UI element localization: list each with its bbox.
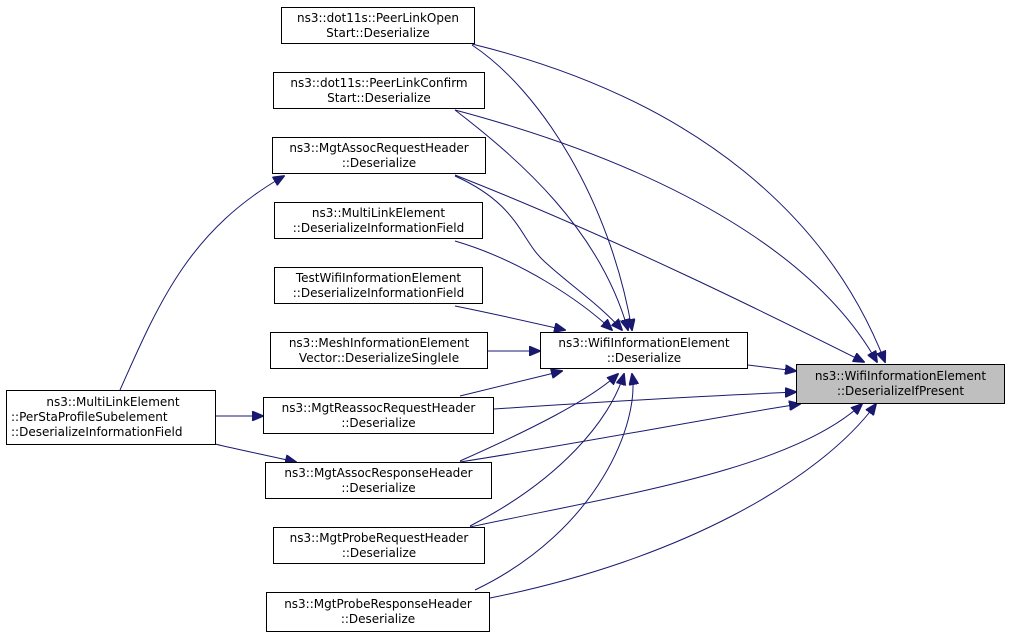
node-mgt-assoc-response-header-deserialize[interactable]: ns3::MgtAssocResponseHeader ::Deserializ… [265,462,492,499]
edge-probe-request-to-deserialize [469,374,624,527]
node-label-line: ns3::MeshInformationElement [288,335,470,350]
node-label-line: ns3::WifiInformationElement [558,335,730,350]
edge-reassoc-request-to-deserialize [459,371,562,397]
node-wifi-information-element-deserialize-if-present: ns3::WifiInformationElement ::Deserializ… [796,364,1005,404]
edge-probe-request-to-if-present [469,404,862,528]
node-wifi-information-element-deserialize[interactable]: ns3::WifiInformationElement ::Deserializ… [540,332,748,369]
edge-peer-link-open-to-if-present [471,43,885,362]
node-mgt-assoc-request-header-deserialize[interactable]: ns3::MgtAssocRequestHeader ::Deserialize [272,137,486,174]
node-mgt-probe-response-header-deserialize[interactable]: ns3::MgtProbeResponseHeader ::Deserializ… [266,592,490,632]
node-label-line: ::DeserializeIfPresent [836,384,965,398]
node-label-line: ::Deserialize [340,612,416,626]
edge-per-sta-to-assoc-response [214,443,296,462]
edge-peer-link-confirm-to-deserialize [454,109,628,330]
edge-probe-response-to-deserialize [474,374,633,591]
edge-per-sta-to-assoc-request [119,176,284,391]
node-multi-link-element-per-sta-profile-subelement[interactable]: ns3::MultiLinkElement ::PerStaProfileSub… [6,390,216,445]
node-label-line: Vector::DeserializeSingleIe [298,350,460,365]
node-label-line: ns3::MgtProbeRequestHeader [289,530,469,545]
node-mesh-information-element-vector-deserialize-single-ie[interactable]: ns3::MeshInformationElement Vector::Dese… [270,332,488,369]
edge-assoc-response-to-if-present [459,404,800,463]
edge-peer-link-open-to-deserialize [471,44,632,330]
node-label-line: ns3::WifiInformationElement [814,369,987,383]
node-label-line: ::Deserialize [341,480,416,495]
node-label-line: ns3::MgtProbeResponseHeader [284,597,472,611]
node-mgt-reassoc-request-header-deserialize[interactable]: ns3::MgtReassocRequestHeader ::Deseriali… [263,397,494,434]
edge-reassoc-request-to-if-present [493,392,796,410]
edge-multilink-field-to-deserialize [454,240,612,330]
node-label-line: ::Deserialize [606,350,682,365]
node-mgt-probe-request-header-deserialize[interactable]: ns3::MgtProbeRequestHeader ::Deserialize [273,527,485,564]
node-label-line: ns3::MgtAssocResponseHeader [284,465,473,480]
edge-peer-link-confirm-to-if-present [454,109,877,362]
node-label-line: ::Deserialize [341,155,417,170]
node-multi-link-element-deserialize-information-field[interactable]: ns3::MultiLinkElement ::DeserializeInfor… [274,202,483,239]
node-test-wifi-information-element-deserialize[interactable]: TestWifiInformationElement ::Deserialize… [274,267,483,304]
edge-probe-response-to-if-present [489,404,876,599]
edge-assoc-response-to-deserialize [459,374,618,462]
edge-assoc-request-to-deserialize [454,175,622,330]
node-label-line: Start::Deserialize [327,90,431,105]
node-label-line: ::PerStaProfileSubelement [11,410,168,424]
node-label-line: ::Deserialize [341,415,416,430]
node-label-line: ns3::MultiLinkElement [311,205,446,220]
node-label-line: ns3::MgtReassocRequestHeader [281,400,476,415]
edge-assoc-request-to-if-present [454,174,864,362]
node-label-line: ns3::dot11s::PeerLinkConfirm [290,75,468,90]
node-label-line: ::DeserializeInformationField [11,425,183,439]
edge-deserialize-to-if-present [747,364,796,371]
node-label-line: TestWifiInformationElement [295,270,462,285]
node-label-line: ::Deserialize [341,545,417,560]
node-label-line: Start::Deserialize [326,25,430,40]
node-label-line: ns3::MgtAssocRequestHeader [289,140,469,155]
edge-test-wifi-ie-to-deserialize [454,305,565,330]
node-peer-link-open-start-deserialize[interactable]: ns3::dot11s::PeerLinkOpen Start::Deseria… [281,7,475,44]
node-peer-link-confirm-start-deserialize[interactable]: ns3::dot11s::PeerLinkConfirm Start::Dese… [273,72,485,109]
node-label-line: ::DeserializeInformationField [292,220,465,235]
node-label-line: ns3::MultiLinkElement [46,395,180,409]
node-label-line: ::DeserializeInformationField [292,285,465,300]
node-label-line: ns3::dot11s::PeerLinkOpen [297,10,459,25]
